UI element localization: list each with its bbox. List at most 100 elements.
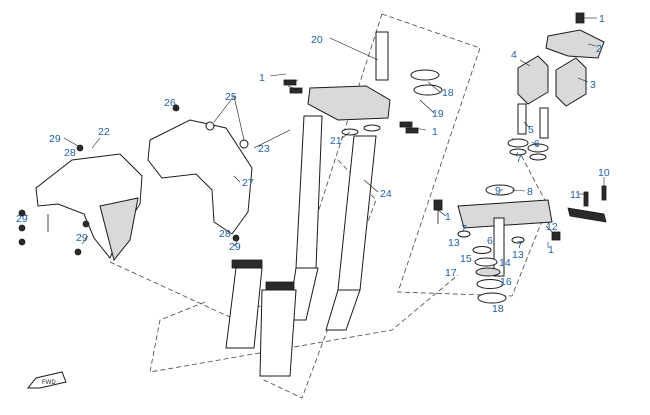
holder-stud-left (517, 103, 527, 135)
bracket-bolt-a (583, 191, 589, 207)
bracket-screw (232, 234, 240, 242)
bridge-bolt-a (283, 79, 297, 86)
callout-17-dust-seal: 17 (445, 267, 457, 279)
callout-8-stem-nut: 8 (527, 186, 533, 198)
callout-13-bolt-left: 13 (448, 237, 460, 249)
callout-18-stem-washer: 18 (442, 87, 454, 99)
inner-fender-bracket (147, 119, 253, 235)
fork-lower-right (259, 289, 297, 377)
callout-6-bearing: 6 (487, 235, 493, 247)
callout-12-clamp-bolt: 12 (546, 221, 558, 233)
callout-13-bolt-right: 13 (512, 249, 524, 261)
callout-4-holder-left: 4 (511, 49, 517, 61)
fender-side-panel (99, 197, 139, 262)
steering-stem-group (433, 184, 607, 304)
callout-29-screw-left: 29 (16, 213, 28, 225)
forward-direction-badge: FWD (26, 371, 67, 389)
top-bridge-group (283, 31, 443, 136)
upper-clamp-cap (545, 29, 605, 59)
mudguard-bracket-group (147, 104, 253, 235)
callout-14-bearing-lower: 14 (499, 257, 511, 269)
bridge-bolt-c (399, 121, 413, 128)
callout-labels: 1 2 3 4 5 6 7 8 9 10 11 12 1 13 7 6 7 15… (16, 13, 610, 315)
fender-screw-b (18, 224, 26, 232)
fork-tube-left-upper (295, 115, 323, 269)
fork-lower-left (225, 267, 263, 349)
bearing-race-upper (472, 246, 492, 254)
callout-1-clamp-bolt: 1 (599, 13, 605, 25)
bridge-bolt-d (405, 127, 419, 134)
leader-lines (21, 17, 605, 248)
callout-5-stud: 5 (528, 124, 534, 136)
callout-15-bearing-upper: 15 (460, 253, 472, 265)
callout-1-stem-bolt: 1 (445, 211, 451, 223)
fork-tube-right-upper (337, 135, 377, 291)
fender-clip-b (239, 139, 249, 149)
callout-25-fender-clip: 25 (225, 91, 237, 103)
fork-slider-right (325, 289, 361, 331)
fender-screw-e (82, 220, 90, 228)
callout-27-inner-bracket: 27 (242, 177, 254, 189)
callout-9-stem-washer: 9 (495, 185, 501, 197)
callout-6-washer: 6 (534, 138, 540, 150)
callout-7-race-right: 7 (517, 239, 523, 251)
lower-triple-clamp (457, 199, 553, 229)
fender-screw-d (76, 144, 84, 152)
fender-clip-a (205, 121, 215, 131)
clamp-bolt-right (511, 236, 525, 244)
callout-21-fork-cap: 21 (330, 135, 342, 147)
callout-1-bridge-bolt-right: 1 (432, 126, 438, 138)
stem-bolt-right (551, 231, 561, 241)
bracket-bolt-b (601, 185, 607, 201)
fork-tube-upper (375, 31, 389, 81)
callout-29-screw-mid: 29 (76, 232, 88, 244)
callout-2-upper-cap: 2 (596, 43, 602, 55)
callout-19-stem-nut: 19 (432, 108, 444, 120)
upper-bridge (307, 85, 391, 121)
dust-seal (476, 279, 504, 289)
callout-28-clip-bracket: 28 (219, 228, 231, 240)
callout-7-damper: 7 (516, 153, 522, 165)
fender-screw-f (74, 248, 82, 256)
callout-16-seal: 16 (500, 276, 512, 288)
callout-1-bolt-right: 1 (548, 244, 554, 256)
callout-29-screw-top: 29 (49, 133, 61, 145)
bridge-bolt-b (289, 87, 303, 94)
callout-3-holder-right: 3 (590, 79, 596, 91)
race-lower (477, 292, 507, 304)
handlebar-clamp-group (507, 12, 605, 161)
callout-23-fork-leg-left: 23 (258, 143, 270, 155)
callout-28-clip-top: 28 (64, 147, 76, 159)
callout-26-fender-screw: 26 (164, 97, 176, 109)
holder-stud-right (539, 107, 549, 139)
fork-legs (225, 115, 377, 377)
callout-7-race-upper: 7 (461, 223, 467, 235)
callout-18-race-lower: 18 (492, 303, 504, 315)
stem-bolt-left (433, 199, 443, 211)
handlebar-holder-right (555, 57, 587, 107)
callout-29-bracket-screw: 29 (229, 241, 241, 253)
callout-10-bracket-bolt: 10 (598, 167, 610, 179)
forward-label: FWD (42, 380, 56, 386)
damper-right (529, 153, 547, 161)
callout-20-fork-assembly: 20 (311, 34, 323, 46)
callout-11-bracket-bolt: 11 (570, 189, 581, 201)
callout-22-front-fender: 22 (98, 126, 110, 138)
fork-seal-left (231, 259, 263, 269)
callout-1-bridge-bolt: 1 (259, 72, 265, 84)
bearing-upper (474, 257, 498, 267)
bearing-lower (475, 267, 501, 277)
washer-right (527, 143, 549, 153)
fork-cap-right (363, 124, 381, 132)
fork-seal-right (265, 281, 295, 291)
steering-stem (493, 217, 505, 277)
stem-washer (410, 69, 440, 81)
fender-screw-c (18, 238, 26, 246)
front-fender-group (18, 144, 240, 262)
handlebar-holder-left (517, 55, 549, 105)
callout-24-fork-leg-right: 24 (380, 188, 392, 200)
clamp-bolt-left (457, 230, 471, 238)
brake-hose-bracket (567, 207, 607, 223)
